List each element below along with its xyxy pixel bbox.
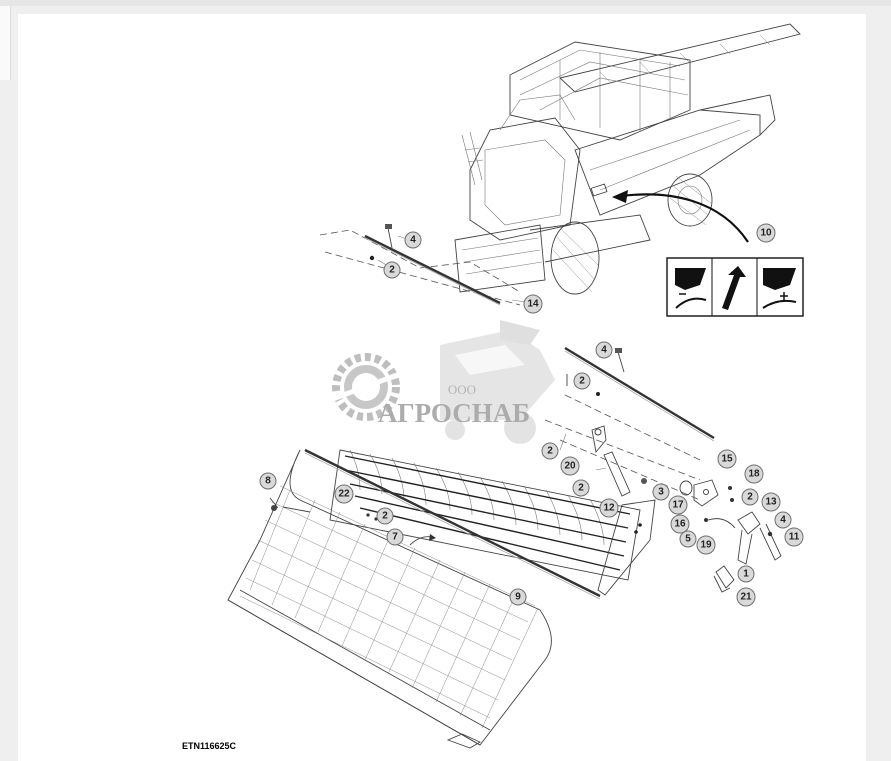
arrowhead-icon — [612, 190, 628, 203]
callout-label: 2 — [579, 376, 585, 387]
callout-label: 14 — [527, 299, 539, 310]
callout-label: 22 — [338, 489, 350, 500]
callout-label: 2 — [747, 492, 753, 503]
fastener-parts — [269, 497, 436, 546]
watermark-prefix: ООО — [448, 382, 476, 397]
upper-rod-assembly — [319, 224, 527, 306]
callout: 7 — [386, 528, 404, 546]
callout: 12 — [599, 498, 619, 518]
tractor-silhouette-icon — [440, 320, 555, 444]
callout-label: 16 — [674, 519, 686, 530]
rod-9 — [304, 448, 601, 598]
callout: 15 — [717, 449, 737, 469]
gear-icon — [329, 353, 406, 421]
watermark-company: АГРОСНАБ — [378, 398, 530, 428]
callout-label: 2 — [578, 483, 584, 494]
decal-panel — [666, 257, 804, 317]
callout-label: 5 — [685, 534, 691, 545]
callout-label: 4 — [601, 345, 607, 356]
callout: 22 — [334, 484, 354, 504]
callout: 2 — [383, 261, 401, 279]
callout: 5 — [679, 530, 697, 548]
callout: 10 — [756, 223, 776, 243]
callout: 2 — [376, 507, 394, 525]
callout-label: 9 — [515, 592, 521, 603]
callout-label: 1 — [743, 569, 749, 580]
callout: 17 — [668, 495, 688, 515]
callout-label: 2 — [389, 265, 395, 276]
direction-arrow-icon — [722, 266, 746, 310]
callout-label: 12 — [603, 503, 615, 514]
callout: 1 — [737, 565, 755, 583]
callout-label: 3 — [658, 487, 664, 498]
callout: 2 — [573, 372, 591, 390]
callout-label: 20 — [564, 461, 576, 472]
linkage-assembly — [544, 346, 782, 593]
callout-label: 18 — [748, 469, 760, 480]
callout: 21 — [736, 587, 756, 607]
callout: 2 — [741, 488, 759, 506]
callout-label: 7 — [392, 532, 398, 543]
callout: 4 — [774, 511, 792, 529]
callout: 2 — [572, 479, 590, 497]
callout-label: 13 — [765, 497, 777, 508]
callout: 11 — [784, 527, 804, 547]
callout-label: 2 — [547, 446, 553, 457]
watermark: ООО АГРОСНАБ — [329, 320, 555, 444]
callout-label: 10 — [760, 228, 772, 239]
callout: 9 — [509, 588, 527, 606]
top-bar — [0, 0, 891, 6]
callout: 14 — [523, 294, 543, 314]
concave-lower-icon — [762, 268, 797, 309]
side-panel — [0, 6, 11, 80]
callout-label: 11 — [789, 532, 800, 543]
callout: 16 — [670, 514, 690, 534]
callout: 2 — [541, 442, 559, 460]
callout: 18 — [744, 464, 764, 484]
callout-label: 15 — [721, 454, 733, 465]
callout: 4 — [404, 231, 422, 249]
callout-label: 19 — [700, 540, 712, 551]
indicator-arrow — [621, 193, 749, 243]
callout: 13 — [761, 492, 781, 512]
callout: 19 — [696, 535, 716, 555]
callout-label: 17 — [672, 500, 684, 511]
concave-raise-icon — [675, 268, 707, 309]
combine-illustration — [454, 23, 801, 295]
callout-label: 8 — [265, 476, 271, 487]
callout: 3 — [652, 483, 670, 501]
callout: 20 — [560, 456, 580, 476]
callout-label: 2 — [382, 511, 388, 522]
callout-label: 4 — [780, 515, 786, 526]
concave-grid — [329, 449, 656, 596]
callout: 4 — [595, 341, 613, 359]
callout: 8 — [259, 472, 277, 490]
callout-label: 4 — [410, 235, 416, 246]
figure-id: ETN116625C — [182, 741, 237, 751]
callout-label: 21 — [740, 592, 752, 603]
